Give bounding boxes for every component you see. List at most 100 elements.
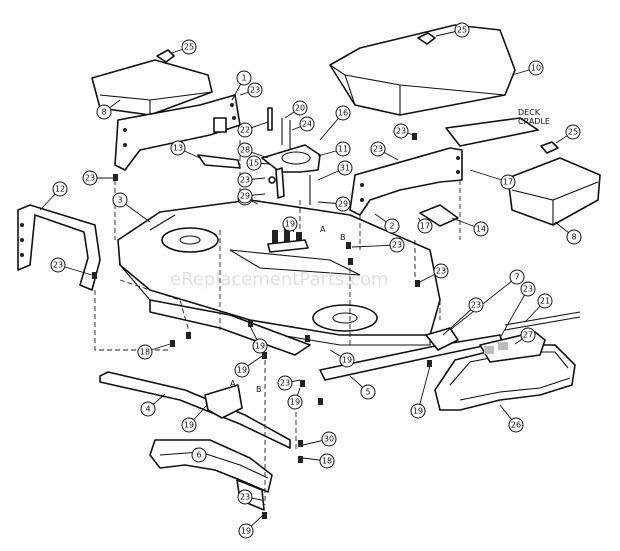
callout-circle	[339, 352, 355, 368]
callout-number: 2	[389, 222, 394, 231]
callout-number: 7	[514, 273, 519, 282]
callout-number: 20	[295, 104, 305, 113]
callout-circle	[319, 453, 335, 469]
callout-26: 26	[499, 404, 524, 433]
callout-circle	[191, 447, 207, 463]
callout-30: 30	[302, 431, 337, 447]
callout-number: 12	[55, 185, 65, 194]
callout-leader	[499, 288, 529, 339]
callout-number: 18	[140, 348, 150, 357]
callout-number: 19	[342, 356, 352, 365]
callout-circle	[252, 338, 268, 354]
fasteners	[92, 133, 432, 519]
section-mark-a-top: A	[320, 225, 326, 234]
callout-number: 3	[117, 196, 122, 205]
callout-circle	[237, 142, 253, 158]
callout-23: 23	[417, 263, 449, 284]
callout-circle	[370, 141, 386, 157]
callout-number: 24	[302, 120, 312, 129]
callout-16: 16	[319, 105, 351, 141]
callout-23: 23	[277, 375, 301, 391]
callout-23: 23	[82, 170, 113, 186]
part-rod-21	[504, 311, 581, 331]
callout-number: 29	[338, 200, 348, 209]
callout-circle	[389, 237, 405, 253]
part-plate-13	[197, 154, 241, 169]
callout-circle	[500, 174, 516, 190]
callout-25: 25	[171, 39, 197, 55]
part-springs	[267, 107, 311, 205]
callout-23: 23	[442, 297, 484, 336]
callout-number: 23	[373, 145, 383, 154]
callout-number: 19	[290, 398, 300, 407]
part-linkage	[261, 144, 321, 199]
callout-number: 13	[173, 144, 183, 153]
callout-circle	[246, 155, 262, 171]
callout-24: 24	[291, 116, 315, 132]
callout-circle	[473, 221, 489, 237]
callout-circle	[509, 269, 525, 285]
callout-19: 19	[234, 355, 263, 378]
part-top-cover	[329, 24, 516, 116]
part-deck-cradle	[445, 117, 539, 147]
callout-number: 23	[392, 241, 402, 250]
callout-number: 19	[255, 342, 265, 351]
callout-number: 23	[85, 174, 95, 183]
deck-cradle-label-2: CRADLE	[518, 117, 550, 126]
callout-11: 11	[317, 141, 351, 157]
callout-number: 17	[420, 222, 430, 231]
callout-circle	[112, 192, 128, 208]
callout-number: 21	[540, 297, 550, 306]
deck-cradle-label-1: DECK	[518, 108, 541, 117]
callout-17: 17	[417, 217, 433, 234]
part-rod	[99, 371, 291, 449]
callout-1: 1	[231, 70, 252, 101]
callout-number: 14	[476, 225, 486, 234]
part-left-cover	[91, 59, 213, 116]
callout-number: 23	[240, 493, 250, 502]
callout-23: 23	[239, 82, 263, 98]
callout-15: 15	[246, 155, 271, 171]
callout-18: 18	[302, 453, 335, 469]
callout-23: 23	[370, 141, 399, 161]
callout-23: 23	[237, 172, 266, 188]
part-left-guard	[149, 439, 273, 511]
callout-number: 23	[523, 285, 533, 294]
callout-circle	[321, 431, 337, 447]
section-mark-b-bottom: B	[256, 385, 262, 394]
callout-circle	[335, 196, 351, 212]
callout-circle	[137, 344, 153, 360]
callout-8: 8	[554, 221, 582, 245]
part-plate-14	[419, 204, 459, 227]
callout-number: 23	[471, 301, 481, 310]
callout-number: 6	[196, 451, 201, 460]
callout-number: 4	[145, 405, 150, 414]
part-baffle	[149, 299, 311, 356]
callout-3: 3	[112, 192, 151, 223]
callout-circle	[566, 229, 582, 245]
callout-17: 17	[469, 169, 516, 190]
callout-circle	[277, 375, 293, 391]
part-lower-bracket	[204, 384, 243, 419]
callout-number: 29	[240, 192, 250, 201]
callout-19: 19	[181, 404, 208, 433]
part-left-bracket	[114, 94, 241, 171]
callout-circle	[237, 188, 253, 204]
callout-23: 23	[351, 237, 405, 253]
callout-circle	[335, 141, 351, 157]
callout-22: 22	[237, 121, 269, 138]
callout-circle	[292, 100, 308, 116]
callout-19: 19	[282, 216, 298, 233]
callout-number: 23	[250, 86, 260, 95]
callout-number: 5	[365, 388, 370, 397]
callout-circle	[247, 82, 263, 98]
part-spindle-posts	[267, 228, 309, 253]
callout-20: 20	[284, 100, 308, 119]
section-mark-a-bottom: A	[230, 379, 236, 388]
callout-leader	[351, 244, 398, 248]
callout-number: 23	[53, 261, 63, 270]
part-right-cover	[507, 157, 601, 226]
callout-23: 23	[393, 123, 415, 139]
